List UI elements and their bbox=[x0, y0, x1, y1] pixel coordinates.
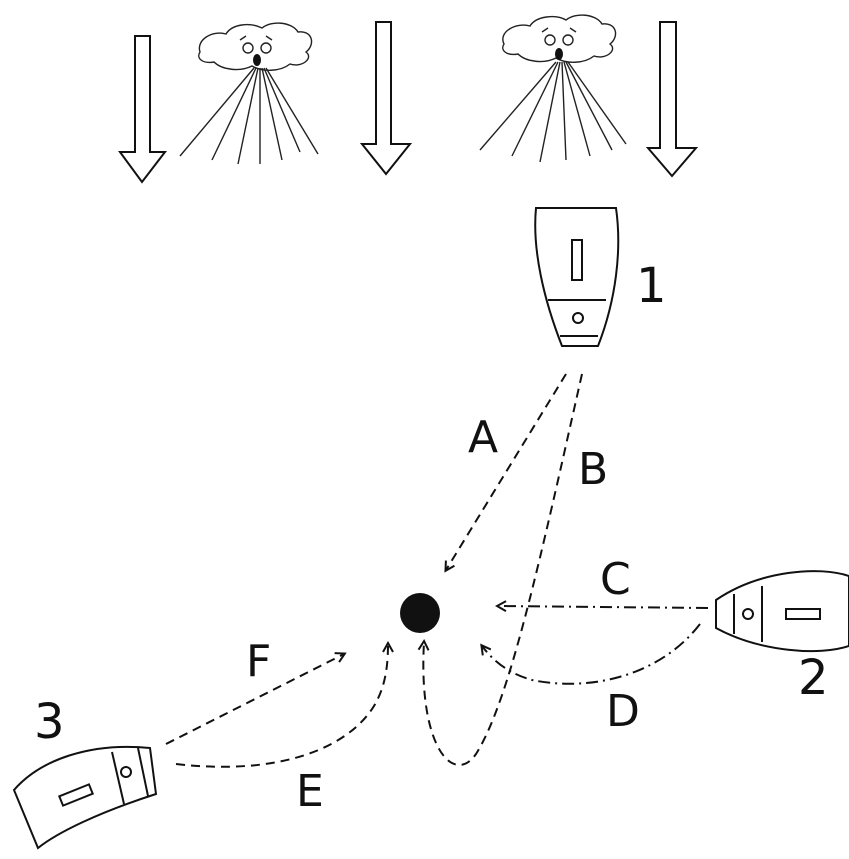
wind-arrow-right bbox=[645, 21, 699, 178]
boat-2 bbox=[715, 570, 849, 653]
boat-1-number: 1 bbox=[636, 258, 667, 314]
wind-cloud-icon-left bbox=[179, 22, 319, 165]
wind-arrow-left bbox=[118, 35, 168, 184]
boat-3 bbox=[12, 745, 158, 850]
path-d-label: D bbox=[606, 686, 640, 737]
path-a-label: A bbox=[468, 412, 498, 463]
boat-2-number: 2 bbox=[798, 650, 829, 706]
boat-3-number: 3 bbox=[34, 694, 65, 750]
path-d bbox=[482, 623, 701, 685]
path-f bbox=[165, 654, 344, 745]
path-f-label: F bbox=[246, 636, 271, 687]
wind-arrow-center bbox=[359, 21, 413, 176]
wind-cloud-icon-right bbox=[479, 14, 627, 163]
path-c-label: C bbox=[600, 554, 631, 605]
path-b bbox=[423, 373, 583, 766]
path-c bbox=[498, 606, 709, 608]
boat-1 bbox=[534, 207, 620, 347]
path-b-label: B bbox=[578, 444, 608, 495]
path-e bbox=[175, 644, 388, 768]
path-e-label: E bbox=[296, 766, 324, 817]
target-mark bbox=[400, 593, 440, 633]
path-a bbox=[446, 373, 567, 570]
